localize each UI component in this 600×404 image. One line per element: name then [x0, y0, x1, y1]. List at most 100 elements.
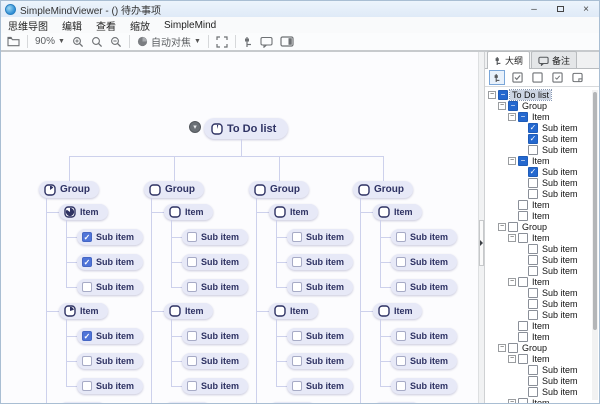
- mindmap-node-subitem[interactable]: Sub item: [287, 353, 354, 369]
- mindmap-node-item[interactable]: Item: [164, 204, 213, 220]
- mindmap-node-subitem[interactable]: Sub item: [391, 279, 458, 295]
- tree-row-item[interactable]: Item: [485, 210, 599, 221]
- sidebar-collapse-handle[interactable]: [479, 220, 484, 266]
- tree-row-sub-item[interactable]: Sub item: [485, 243, 599, 254]
- tree-row-to-do-list[interactable]: −−To Do list: [485, 88, 599, 101]
- tree-row-sub-item[interactable]: ✓Sub item: [485, 133, 599, 144]
- tree-checkbox[interactable]: [518, 320, 528, 331]
- tree-checkbox[interactable]: [518, 232, 528, 243]
- menu-item-SimpleMind[interactable]: SimpleMind: [164, 19, 217, 31]
- tree-checkbox[interactable]: [528, 144, 538, 155]
- tree-checkbox[interactable]: [528, 375, 538, 386]
- fullscreen-button[interactable]: [216, 35, 228, 48]
- mindmap-node-item[interactable]: Item: [59, 402, 106, 403]
- outline-mode-button[interactable]: [489, 70, 505, 85]
- mindmap-node-group[interactable]: Group: [39, 181, 99, 198]
- subitem-checkbox[interactable]: [396, 381, 406, 391]
- subitem-checkbox[interactable]: [396, 331, 406, 341]
- menu-item-查看[interactable]: 查看: [96, 21, 116, 33]
- tree-row-sub-item[interactable]: ✓Sub item: [485, 166, 599, 177]
- tree-row-item[interactable]: −Item: [485, 397, 599, 403]
- mindmap-node-subitem[interactable]: Sub item: [287, 279, 354, 295]
- subitem-checkbox[interactable]: ✓: [82, 257, 92, 267]
- close-button[interactable]: ×: [583, 3, 589, 15]
- subitem-checkbox[interactable]: [187, 381, 197, 391]
- autofocus-dropdown[interactable]: 自动对焦 ▼: [137, 34, 201, 49]
- tree-row-sub-item[interactable]: Sub item: [485, 188, 599, 199]
- tree-expander-icon[interactable]: −: [488, 90, 496, 99]
- tree-row-sub-item[interactable]: Sub item: [485, 287, 599, 298]
- tree-row-item[interactable]: −−Item: [485, 111, 599, 122]
- tree-checkbox[interactable]: [528, 254, 538, 265]
- tree-scrollbar-thumb[interactable]: [593, 92, 597, 330]
- mindmap-node-subitem[interactable]: Sub item: [391, 229, 458, 245]
- mindmap-node-subitem[interactable]: Sub item: [77, 279, 144, 295]
- tree-checkbox[interactable]: −: [518, 111, 528, 122]
- subitem-checkbox[interactable]: [396, 356, 406, 366]
- tree-checkbox[interactable]: [528, 188, 538, 199]
- subitem-checkbox[interactable]: [187, 331, 197, 341]
- tree-expander-icon[interactable]: −: [508, 156, 516, 165]
- mindmap-node-root[interactable]: To Do list: [204, 118, 289, 139]
- mindmap-node-item[interactable]: Item: [59, 303, 108, 319]
- mindmap-node-group[interactable]: Group: [249, 181, 309, 198]
- tree-expander-icon[interactable]: −: [498, 222, 506, 231]
- check-all-button[interactable]: [549, 70, 565, 85]
- tab-备注[interactable]: 备注: [531, 51, 578, 69]
- mindmap-node-subitem[interactable]: ✓Sub item: [77, 254, 144, 270]
- tree-checkbox[interactable]: [528, 298, 538, 309]
- mindmap-node-subitem[interactable]: Sub item: [182, 279, 249, 295]
- menu-item-缩放[interactable]: 缩放: [130, 21, 150, 33]
- mindmap-node-subitem[interactable]: Sub item: [391, 254, 458, 270]
- root-collapse-button[interactable]: ▾: [189, 121, 201, 133]
- subitem-checkbox[interactable]: [396, 232, 406, 242]
- tree-row-item[interactable]: −Item: [485, 232, 599, 243]
- outline-toggle-button[interactable]: [243, 36, 253, 48]
- mindmap-node-subitem[interactable]: Sub item: [182, 328, 249, 344]
- subitem-checkbox[interactable]: [82, 356, 92, 366]
- tree-expander-icon[interactable]: −: [508, 277, 516, 286]
- tree-row-sub-item[interactable]: Sub item: [485, 144, 599, 155]
- mindmap-node-subitem[interactable]: Sub item: [77, 378, 144, 394]
- tab-大纲[interactable]: 大纲: [487, 51, 531, 69]
- mindmap-node-subitem[interactable]: Sub item: [287, 254, 354, 270]
- subitem-checkbox[interactable]: [187, 232, 197, 242]
- tree-checkbox[interactable]: [518, 276, 528, 287]
- minimize-button[interactable]: –: [531, 3, 537, 15]
- tree-row-sub-item[interactable]: Sub item: [485, 309, 599, 320]
- tree-row-sub-item[interactable]: Sub item: [485, 375, 599, 386]
- mindmap-node-subitem[interactable]: ✓Sub item: [77, 328, 144, 344]
- unchecked-filter-button[interactable]: [529, 70, 545, 85]
- mindmap-node-item[interactable]: Item: [164, 402, 211, 403]
- subitem-checkbox[interactable]: [82, 282, 92, 292]
- tree-checkbox[interactable]: −: [508, 100, 518, 111]
- tree-checkbox[interactable]: [528, 177, 538, 188]
- tree-checkbox[interactable]: [528, 364, 538, 375]
- tree-checkbox[interactable]: [508, 221, 518, 232]
- tree-row-item[interactable]: Item: [485, 320, 599, 331]
- tree-expander-icon[interactable]: −: [508, 354, 516, 363]
- tree-expander-icon[interactable]: −: [498, 343, 506, 352]
- mindmap-node-item[interactable]: Item: [269, 402, 316, 403]
- subitem-checkbox[interactable]: [292, 257, 302, 267]
- tree-row-sub-item[interactable]: Sub item: [485, 298, 599, 309]
- tree-expander-icon[interactable]: −: [508, 398, 516, 403]
- sidebar-toggle-button[interactable]: [280, 36, 294, 47]
- mindmap-node-group[interactable]: Group: [144, 181, 204, 198]
- subitem-checkbox[interactable]: ✓: [82, 331, 92, 341]
- tree-checkbox[interactable]: −: [498, 89, 508, 100]
- subitem-checkbox[interactable]: [187, 257, 197, 267]
- tree-checkbox[interactable]: ✓: [528, 133, 538, 144]
- tree-row-sub-item[interactable]: Sub item: [485, 254, 599, 265]
- maximize-button[interactable]: [547, 1, 573, 17]
- tree-row-group[interactable]: −−Group: [485, 100, 599, 111]
- mindmap-node-subitem[interactable]: ✓Sub item: [77, 229, 144, 245]
- tree-expander-icon[interactable]: −: [508, 233, 516, 242]
- subitem-checkbox[interactable]: ✓: [82, 232, 92, 242]
- tree-row-sub-item[interactable]: ✓Sub item: [485, 122, 599, 133]
- tree-row-sub-item[interactable]: Sub item: [485, 364, 599, 375]
- subitem-checkbox[interactable]: [292, 282, 302, 292]
- tree-checkbox[interactable]: −: [518, 155, 528, 166]
- mindmap-node-subitem[interactable]: Sub item: [77, 353, 144, 369]
- zoom-out-button[interactable]: [110, 36, 122, 48]
